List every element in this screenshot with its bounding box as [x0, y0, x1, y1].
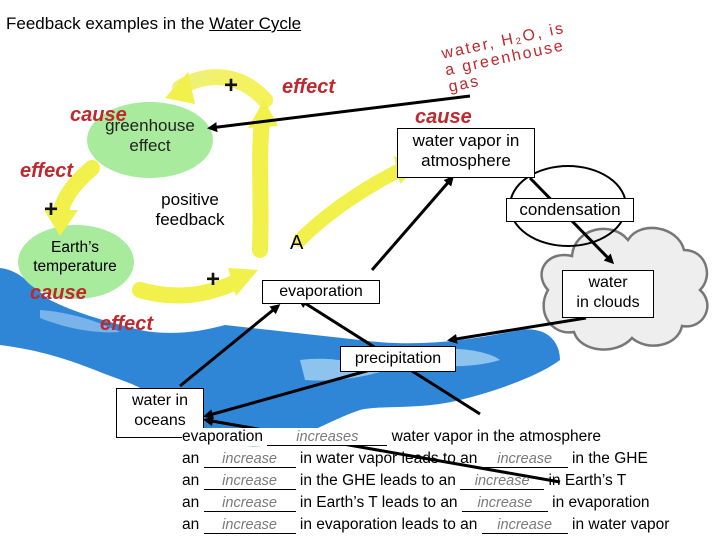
- sentence-text: in Earth’s T: [544, 472, 627, 489]
- feedback-sentence-3: an increase in the GHE leads to an incre…: [182, 472, 626, 490]
- cycle-arrow-center: [293, 163, 407, 247]
- arrow-clouds-to-precipitation: [447, 316, 587, 344]
- precipitation-box: precipitation: [340, 346, 456, 372]
- sentence-text: an: [182, 472, 204, 489]
- water-in-oceans-box: water in oceans: [116, 388, 204, 438]
- feedback-sentence-1: evaporation increases water vapor in the…: [182, 428, 601, 446]
- greenhouse-line2: effect: [129, 136, 171, 155]
- sentence-blank: increases: [267, 430, 388, 446]
- effect-label-left: effect: [20, 160, 73, 182]
- label-a: A: [290, 232, 304, 254]
- page-title-prefix: Feedback examples in the: [6, 14, 210, 33]
- sentence-blank: increase: [481, 518, 568, 534]
- feedback-sentence-4: an increase in Earth’s T leads to an inc…: [182, 494, 650, 512]
- cause-label-temperature: cause: [30, 282, 87, 304]
- sentence-text: in evaporation: [547, 494, 650, 511]
- sentence-text: in water vapor leads to an: [295, 450, 482, 467]
- effect-label-top: effect: [282, 76, 335, 98]
- sentence-blank: increase: [460, 474, 545, 490]
- cycle-arrow-left-head: [44, 210, 78, 236]
- sentence-blank: increase: [461, 496, 548, 512]
- cycle-arrow-bottom-head: [228, 268, 258, 296]
- sentence-text: an: [182, 494, 204, 511]
- sentence-blank: increase: [203, 474, 296, 490]
- sentence-text: in the GHE leads to an: [295, 472, 461, 489]
- water-oceans-line1: water in: [131, 392, 189, 409]
- page-title: Feedback examples in the Water Cycle: [6, 14, 301, 34]
- cycle-arrow-top-head: [165, 72, 195, 104]
- plus-sign-top: +: [224, 72, 239, 99]
- water-clouds-line1: water: [588, 274, 628, 291]
- ocean-shape: [0, 268, 560, 447]
- sentence-blank: increase: [203, 452, 296, 468]
- water-clouds-line2: in clouds: [576, 294, 640, 311]
- earth-line1: Earth’s: [51, 239, 99, 256]
- sentence-text: in Earth’s T leads to an: [295, 494, 462, 511]
- feedback-sentence-2: an increase in water vapor leads to an i…: [182, 450, 648, 468]
- sentence-text: in the GHE: [567, 450, 648, 467]
- positive-line2: feedback: [155, 210, 225, 229]
- greenhouse-line1: greenhouse: [105, 116, 195, 135]
- water-vapor-box: water vapor in atmosphere: [397, 128, 535, 178]
- arrow-precipitation-to-oceans: [203, 368, 371, 419]
- water-in-clouds-box: water in clouds: [562, 270, 654, 318]
- earth-temperature-label: Earth’s temperature: [20, 238, 130, 276]
- water-vapor-line1: water vapor in: [412, 131, 520, 150]
- sentence-text: water vapor in the atmosphere: [387, 428, 601, 445]
- sentence-blank: increase: [203, 518, 296, 534]
- sentence-text: an: [182, 450, 204, 467]
- plus-sign-bottom: +: [206, 266, 221, 293]
- sentence-text: in evaporation leads to an: [295, 516, 482, 533]
- sentence-blank: increase: [481, 452, 568, 468]
- sentence-text: evaporation: [182, 428, 268, 445]
- arrow-oceans-to-evaporation: [179, 304, 281, 388]
- water-shading: [40, 310, 120, 333]
- sentence-blank: increase: [203, 496, 296, 512]
- arrow-evaporation-to-vapor: [370, 175, 454, 271]
- sentence-text: an: [182, 516, 204, 533]
- water-vapor-line2: atmosphere: [421, 151, 511, 170]
- cause-label-water-vapor: cause: [415, 106, 472, 128]
- evaporation-box: evaporation: [262, 280, 380, 304]
- cycle-arrow-right: [252, 112, 270, 258]
- arrow-vapor-to-greenhouse: [207, 94, 471, 133]
- plus-sign-left: +: [44, 196, 59, 223]
- earth-temperature-bubble: [18, 225, 134, 299]
- earth-line2: temperature: [33, 258, 117, 275]
- page-title-link: Water Cycle: [209, 14, 302, 33]
- cycle-arrow-bottom: [132, 274, 244, 304]
- positive-line1: positive: [161, 190, 219, 209]
- sentence-text: in water vapor: [567, 516, 670, 533]
- positive-feedback-label: positive feedback: [146, 190, 234, 234]
- feedback-sentence-5: an increase in evaporation leads to an i…: [182, 516, 669, 534]
- water-oceans-line2: oceans: [134, 412, 186, 429]
- condensation-box: condensation: [506, 198, 634, 222]
- effect-label-bottom: effect: [100, 313, 153, 335]
- cause-label-greenhouse: cause: [70, 104, 127, 126]
- greenhouse-effect-label: greenhouse effect: [90, 116, 210, 156]
- greenhouse-bubble: [87, 102, 213, 178]
